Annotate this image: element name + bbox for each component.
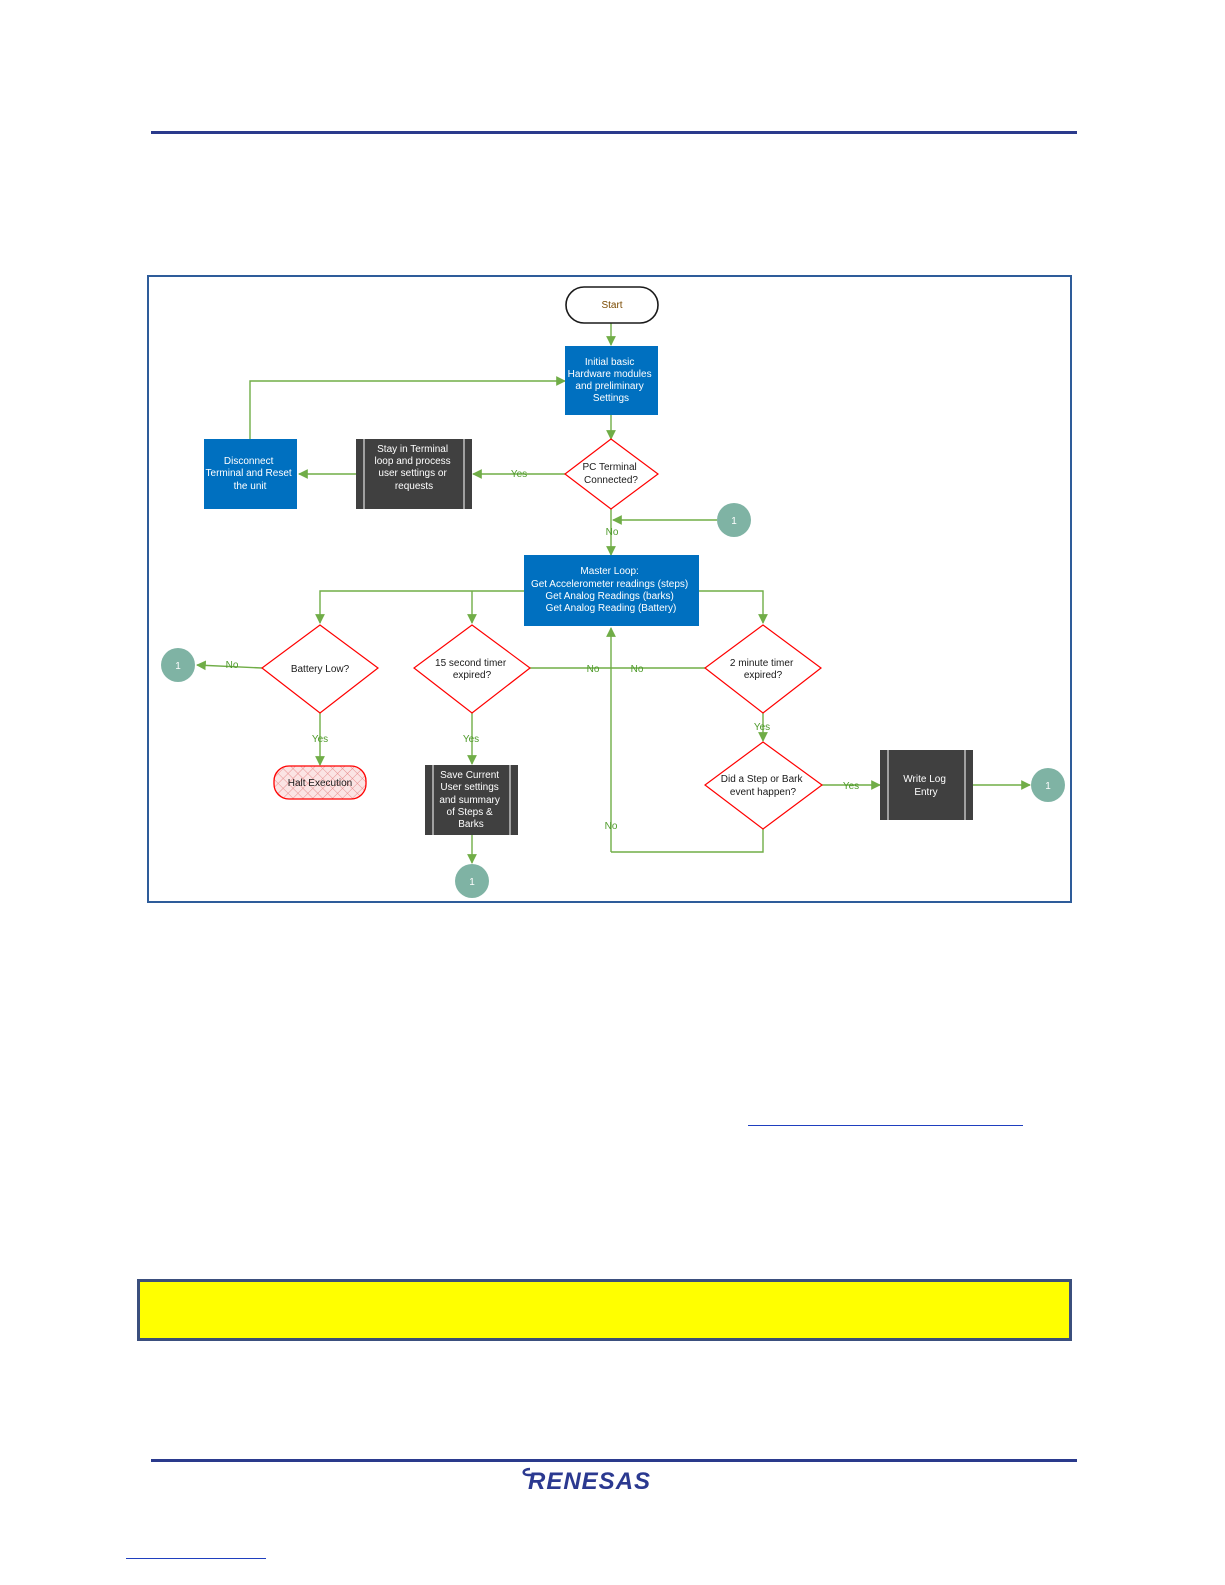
edge-battery-no <box>196 660 263 671</box>
flowchart-figure: Yes No No Yes No No Yes Yes Yes No Start… <box>147 275 1072 903</box>
connector-1-left-label: 1 <box>175 661 181 672</box>
stay-line-2: loop and process <box>375 456 451 467</box>
write-log-line-1: Write Log <box>903 774 946 785</box>
init-line-2: Hardware modules <box>568 369 652 380</box>
pc-terminal-decision: PC Terminal Connected? <box>564 438 660 510</box>
svg-text:Write Log Entry: Write Log Entry <box>903 774 948 798</box>
connector-1-right-label: 1 <box>1045 781 1051 792</box>
logo-swoosh <box>522 1467 534 1477</box>
label-yes-2min: Yes <box>754 722 770 733</box>
stay-line-1: Stay in Terminal <box>377 444 448 455</box>
reference-link[interactable] <box>748 1124 1023 1126</box>
edge-master-battery <box>315 590 524 624</box>
battery-low-label: Battery Low? <box>291 664 350 675</box>
svg-text:Save Current User settin: Save Current User settings and summary o… <box>439 770 502 830</box>
label-yes-battery: Yes <box>312 734 328 745</box>
pc-terminal-line-1: PC Terminal <box>582 462 636 473</box>
flowchart-canvas: Yes No No Yes No No Yes Yes Yes No Start… <box>161 286 1065 898</box>
highlight-note-box <box>137 1279 1072 1341</box>
battery-low-decision: Battery Low? <box>261 624 379 714</box>
stay-line-3: user settings or <box>378 468 447 479</box>
init-line-3: and preliminary <box>575 381 643 392</box>
pc-terminal-line-2: Connected? <box>584 475 638 486</box>
header-rule <box>151 131 1077 134</box>
timer-15s-line-2: expired? <box>453 670 492 681</box>
connector-1-left: 1 <box>161 648 195 682</box>
timer-15s-decision: 15 second timer expired? <box>413 624 531 714</box>
save-line-4: of Steps & <box>447 807 493 818</box>
label-no-stepbark: No <box>605 821 618 832</box>
step-bark-decision: Did a Step or Bark event happen? <box>703 741 824 830</box>
label-yes-pc: Yes <box>511 469 527 480</box>
connector-1-top: 1 <box>717 503 751 537</box>
edge-master-2min <box>699 590 768 624</box>
write-log-line-2: Entry <box>914 787 937 798</box>
start-node: Start <box>565 286 659 324</box>
write-log-node: Write Log Entry <box>880 750 973 820</box>
connector-1-top-label: 1 <box>731 516 737 527</box>
connector-1-bottom: 1 <box>455 864 489 898</box>
logo-text: RENESAS <box>528 1468 651 1495</box>
footer-link[interactable] <box>126 1557 266 1559</box>
label-no-2min: No <box>631 664 644 675</box>
svg-text:PC Terminal Connected?: PC Terminal Connected? <box>582 462 639 486</box>
init-line-1: Initial basic <box>585 357 634 368</box>
disconnect-line-2: Terminal and Reset <box>206 468 292 479</box>
svg-text:15 second timer expired?: 15 second timer expired? <box>435 658 509 681</box>
save-settings-node: Save Current User settings and summary o… <box>425 765 518 835</box>
stay-terminal-node: Stay in Terminal loop and process user s… <box>356 439 472 509</box>
renesas-logo: RENESAS <box>522 1467 651 1495</box>
svg-text:Did a Step or Bark event: Did a Step or Bark event happen? <box>721 774 806 798</box>
label-yes-15s: Yes <box>463 734 479 745</box>
init-line-4: Settings <box>593 393 629 404</box>
disconnect-line-3: the unit <box>234 481 267 492</box>
svg-text:Stay in Terminal loop an: Stay in Terminal loop and process user s… <box>375 444 454 492</box>
label-no-15s: No <box>587 664 600 675</box>
master-line-3: Get Analog Readings (barks) <box>545 591 673 602</box>
svg-text:Initial basic Hardware m: Initial basic Hardware modules and preli… <box>568 357 655 404</box>
save-line-2: User settings <box>440 782 498 793</box>
svg-text:2 minute timer expired?: 2 minute timer expired? <box>730 658 796 681</box>
init-node: Initial basic Hardware modules and preli… <box>565 346 658 415</box>
connector-1-right: 1 <box>1031 768 1065 802</box>
connector-1-bottom-label: 1 <box>469 877 475 888</box>
disconnect-node: Disconnect Terminal and Reset the unit <box>204 439 297 509</box>
master-line-4: Get Analog Reading (Battery) <box>546 603 677 614</box>
svg-text:Disconnect Terminal and: Disconnect Terminal and Reset the unit <box>206 456 295 492</box>
halt-label: Halt Execution <box>288 778 352 789</box>
master-line-1: Master Loop: <box>580 566 638 577</box>
label-no-pc: No <box>606 527 619 538</box>
svg-text:Master Loop: Get Acceler: Master Loop: Get Accelerometer readings … <box>531 566 691 614</box>
save-line-5: Barks <box>458 819 484 830</box>
edge-disconnect-init <box>249 376 566 439</box>
label-yes-stepbark: Yes <box>843 781 859 792</box>
step-bark-line-2: event happen? <box>730 787 797 798</box>
footer-rule <box>151 1459 1077 1462</box>
save-line-1: Save Current <box>440 770 499 781</box>
halt-node: Halt Execution <box>273 765 367 800</box>
stay-line-4: requests <box>395 481 433 492</box>
disconnect-line-1: Disconnect <box>224 456 274 467</box>
save-line-3: and summary <box>439 795 500 806</box>
timer-15s-line-1: 15 second timer <box>435 658 507 669</box>
timer-2min-line-1: 2 minute timer <box>730 658 794 669</box>
label-no-battery: No <box>226 660 239 671</box>
edge-stepbark-no <box>611 829 764 853</box>
master-loop-node: Master Loop: Get Accelerometer readings … <box>524 555 699 626</box>
timer-2min-decision: 2 minute timer expired? <box>704 624 822 714</box>
start-label: Start <box>601 300 622 311</box>
timer-2min-line-2: expired? <box>744 670 783 681</box>
step-bark-line-1: Did a Step or Bark <box>721 774 804 785</box>
master-line-2: Get Accelerometer readings (steps) <box>531 579 688 590</box>
